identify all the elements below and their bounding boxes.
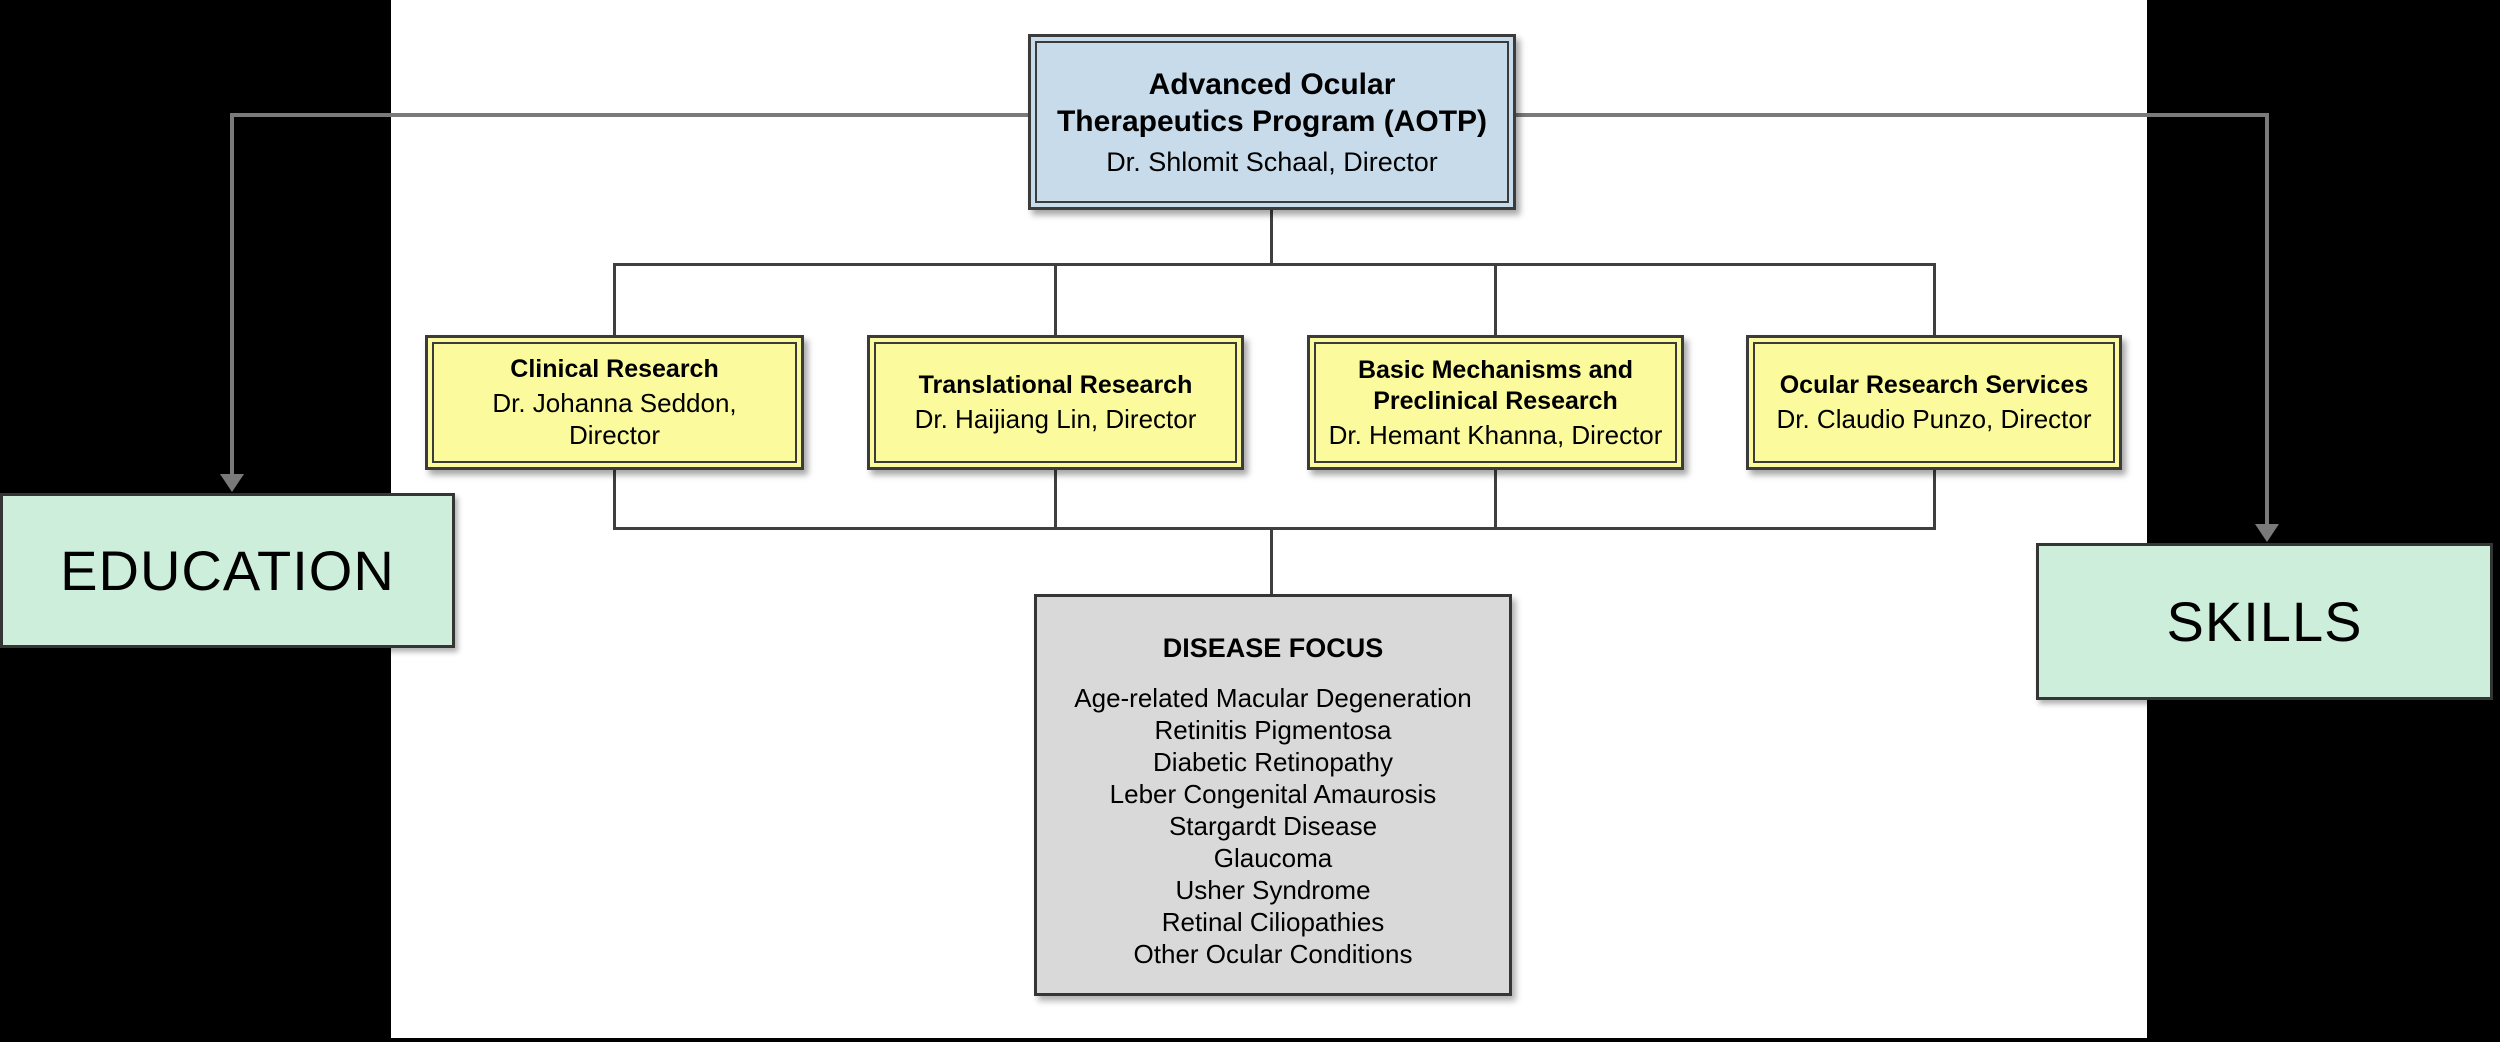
connector-lower-rail: [613, 527, 1936, 530]
connector-rise-dept3: [1494, 470, 1497, 530]
disease-item: Age-related Macular Degeneration: [1074, 683, 1472, 713]
dept-director: Dr. Hemant Khanna, Director: [1328, 419, 1663, 450]
disease-item: Retinitis Pigmentosa: [1154, 715, 1392, 745]
dept-title: Ocular Research Services: [1779, 371, 2089, 399]
disease-item: Stargardt Disease: [1168, 811, 1378, 841]
aotp-title-line2: Therapeutics Program (AOTP): [1056, 105, 1488, 138]
node-aotp-program: Advanced Ocular Therapeutics Program (AO…: [1028, 34, 1516, 210]
disease-item: Retinal Ciliopathies: [1161, 907, 1385, 937]
connector-drop-dept1: [613, 263, 616, 335]
connector-skills-vertical: [2265, 113, 2269, 525]
arrowhead-education-icon: [220, 474, 244, 492]
connector-drop-dept4: [1933, 263, 1936, 335]
node-ocular-research-services: Ocular Research Services Dr. Claudio Pun…: [1746, 335, 2122, 470]
arrowhead-skills-icon: [2255, 524, 2279, 542]
node-skills: SKILLS: [2036, 543, 2493, 700]
disease-item: Usher Syndrome: [1175, 875, 1371, 905]
disease-item: Other Ocular Conditions: [1133, 939, 1413, 969]
disease-focus-title: DISEASE FOCUS: [1162, 633, 1384, 663]
aotp-director: Dr. Shlomit Schaal, Director: [1106, 147, 1438, 177]
node-disease-focus: DISEASE FOCUS Age-related Macular Degene…: [1034, 594, 1512, 996]
dept-director: Dr. Johanna Seddon, Director: [492, 388, 737, 450]
dept-director: Dr. Haijiang Lin, Director: [914, 404, 1197, 434]
dept-title: Translational Research: [918, 371, 1193, 399]
connector-rise-dept2: [1054, 470, 1057, 530]
node-translational-research: Translational Research Dr. Haijiang Lin,…: [867, 335, 1244, 470]
disease-item: Diabetic Retinopathy: [1153, 747, 1393, 777]
education-label: EDUCATION: [60, 539, 395, 602]
aotp-title-line1: Advanced Ocular: [1148, 68, 1396, 101]
connector-drop-dept2: [1054, 263, 1057, 335]
dept-director: Dr. Claudio Punzo, Director: [1776, 404, 2092, 434]
connector-focus-stub: [1270, 527, 1273, 594]
disease-item: Leber Congenital Amaurosis: [1109, 779, 1437, 809]
skills-label: SKILLS: [2166, 590, 2363, 653]
connector-rise-dept4: [1933, 470, 1936, 530]
node-education: EDUCATION: [0, 493, 455, 648]
dept-title: Basic Mechanisms and Preclinical Researc…: [1357, 355, 1634, 415]
connector-education-horizontal: [230, 113, 1028, 117]
disease-item: Glaucoma: [1213, 843, 1333, 873]
connector-education-vertical: [230, 113, 234, 478]
dept-title: Clinical Research: [510, 355, 719, 383]
connector-root-stub: [1270, 210, 1273, 265]
node-clinical-research: Clinical Research Dr. Johanna Seddon, Di…: [425, 335, 804, 470]
connector-drop-dept3: [1494, 263, 1497, 335]
connector-upper-rail: [613, 263, 1936, 266]
connector-skills-horizontal: [1516, 113, 2269, 117]
node-basic-mechanisms-preclinical-research: Basic Mechanisms and Preclinical Researc…: [1307, 335, 1684, 470]
connector-rise-dept1: [613, 470, 616, 530]
